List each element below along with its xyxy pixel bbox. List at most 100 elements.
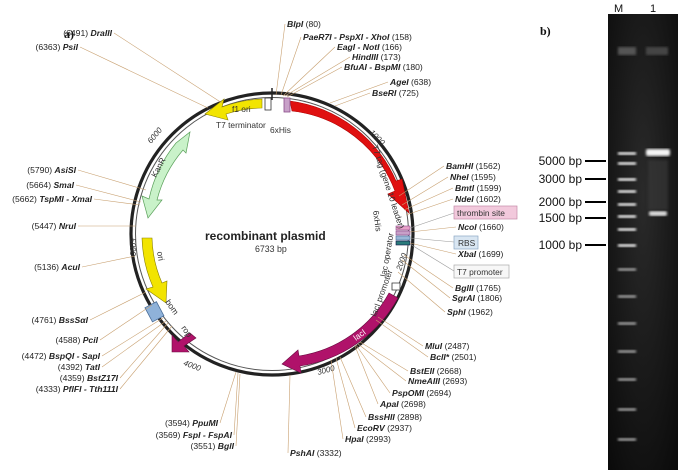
lac-operator-label: lac operator [378, 232, 396, 277]
his-tag-feature [283, 97, 291, 113]
his-inner-label: 6xHis [371, 210, 384, 232]
site-leader-line [403, 254, 454, 289]
well-m [618, 47, 636, 55]
site-leader-line [282, 46, 336, 97]
lane-label-m: M [614, 3, 623, 15]
restriction-site-label: (3569) FspI - FspAI [156, 430, 233, 440]
ycin-feature [289, 100, 410, 214]
rbs-box [453, 235, 479, 250]
site-leader-line [329, 81, 389, 104]
restriction-site-label: ApaI (2698) [379, 399, 426, 409]
ladder-band [618, 215, 636, 218]
site-leader-line [93, 198, 141, 206]
restriction-sites: BlpI (80)PaeR7I - PspXI - XhoI (158)EagI… [12, 19, 504, 458]
restriction-site-label: (5662) TspMI - XmaI [12, 194, 93, 204]
ladder-band [618, 162, 636, 165]
site-leader-line [275, 23, 286, 96]
plasmid-map: ycIN 6xHis f1 ori T7 terminator KanR ori… [128, 88, 518, 377]
restriction-site-label: (3594) PpuMI [165, 418, 219, 428]
site-leader-line [101, 320, 167, 368]
ladder-band [618, 190, 636, 193]
rbs-mark [395, 235, 411, 241]
site-leader-line [101, 317, 164, 357]
site-leader-line [357, 343, 407, 382]
gel-image [608, 14, 678, 470]
restriction-site-label: PspOMI (2694) [392, 388, 451, 398]
restriction-site-label: (4359) BstZ17I [60, 373, 119, 383]
ladder-band [618, 378, 636, 381]
site-leader-line [355, 344, 391, 394]
site-leader-line [405, 198, 454, 216]
marker-ladder [618, 152, 636, 441]
restriction-site-label: EcoRV (2937) [357, 423, 412, 433]
restriction-site-label: (4472) BspQI - SapI [22, 351, 101, 361]
restriction-site-label: (5664) SmaI [26, 180, 74, 190]
ladder-size-label: 1500 bp [539, 211, 583, 225]
restriction-site-label: BclI* (2501) [430, 352, 476, 362]
tick-6000: 6000 [146, 125, 165, 145]
plasmid-name: recombinant plasmid [205, 229, 326, 243]
site-leader-line [335, 357, 356, 429]
site-leader-line [287, 374, 291, 454]
restriction-site-label: MluI (2487) [425, 341, 470, 351]
ladder-size-label: 2000 bp [539, 195, 583, 209]
site-leader-line [398, 165, 445, 197]
site-leader-line [75, 184, 142, 203]
ladder-band [618, 268, 636, 271]
site-leader-line [280, 36, 302, 96]
panel-label-a: a) [64, 27, 74, 41]
restriction-site-label: NheI (1595) [450, 172, 496, 182]
restriction-site-label: (4333) PflFI - Tth111I [36, 384, 119, 394]
f1-ori-label: f1 ori [232, 104, 251, 114]
site-leader-line [403, 187, 454, 211]
site-leader-line [409, 226, 457, 233]
ladder-band [618, 408, 636, 411]
restriction-site-label: BamHI (1562) [446, 161, 501, 171]
site-leader-line [219, 371, 237, 424]
kanr-feature [141, 131, 191, 219]
site-leader-line [284, 56, 351, 97]
laci-feature [281, 292, 399, 374]
restriction-site-label: BseRI (725) [372, 88, 419, 98]
ladder-band [618, 244, 636, 247]
ladder-size-label: 3000 bp [539, 172, 583, 186]
lane-label-1: 1 [650, 3, 656, 15]
site-leader-line [375, 319, 429, 358]
t7-terminator-feature [264, 97, 272, 111]
restriction-site-label: BmtI (1599) [455, 183, 501, 193]
site-leader-line [377, 316, 424, 347]
ladder-band [618, 178, 636, 181]
restriction-site-label: BlpI (80) [287, 19, 321, 29]
ladder-size-label: 5000 bp [539, 154, 583, 168]
his-inner-mark [395, 230, 411, 236]
ori-feature [141, 237, 168, 304]
his-tag-label: 6xHis [270, 125, 291, 135]
rop-feature [171, 332, 197, 353]
restriction-site-label: BssHII (2898) [368, 412, 422, 422]
tick-4000: 4000 [182, 358, 202, 373]
thrombin-label: thrombin site [457, 208, 505, 218]
restriction-site-label: HindIII (173) [352, 52, 401, 62]
ladder-band [618, 203, 636, 206]
restriction-site-label: (4761) BssSαI [32, 315, 89, 325]
restriction-site-label: PshAI (3332) [290, 448, 342, 458]
site-leader-line [401, 176, 449, 206]
site-leader-line [286, 66, 343, 98]
gel-panel: M 1 [608, 3, 678, 470]
restriction-site-label: SgrAI (1806) [452, 293, 502, 303]
restriction-site-label: (3551) BglI [191, 441, 235, 451]
site-leader-line [359, 341, 409, 372]
laci-promoter-feature [391, 282, 401, 291]
restriction-site-label: EagI - NotI (166) [337, 42, 402, 52]
site-leader-line [330, 359, 344, 440]
restriction-site-label: NcoI (1660) [458, 222, 504, 232]
restriction-site-label: (4588) PciI [55, 335, 98, 345]
restriction-site-label: (5447) NruI [32, 221, 77, 231]
t7-promoter-mark [395, 240, 411, 246]
site-leader-line [235, 373, 241, 447]
restriction-site-label: (6491) DraIII [63, 28, 112, 38]
sample-band-lower [649, 211, 667, 216]
site-leader-line [99, 304, 153, 341]
site-leader-line [409, 242, 457, 255]
